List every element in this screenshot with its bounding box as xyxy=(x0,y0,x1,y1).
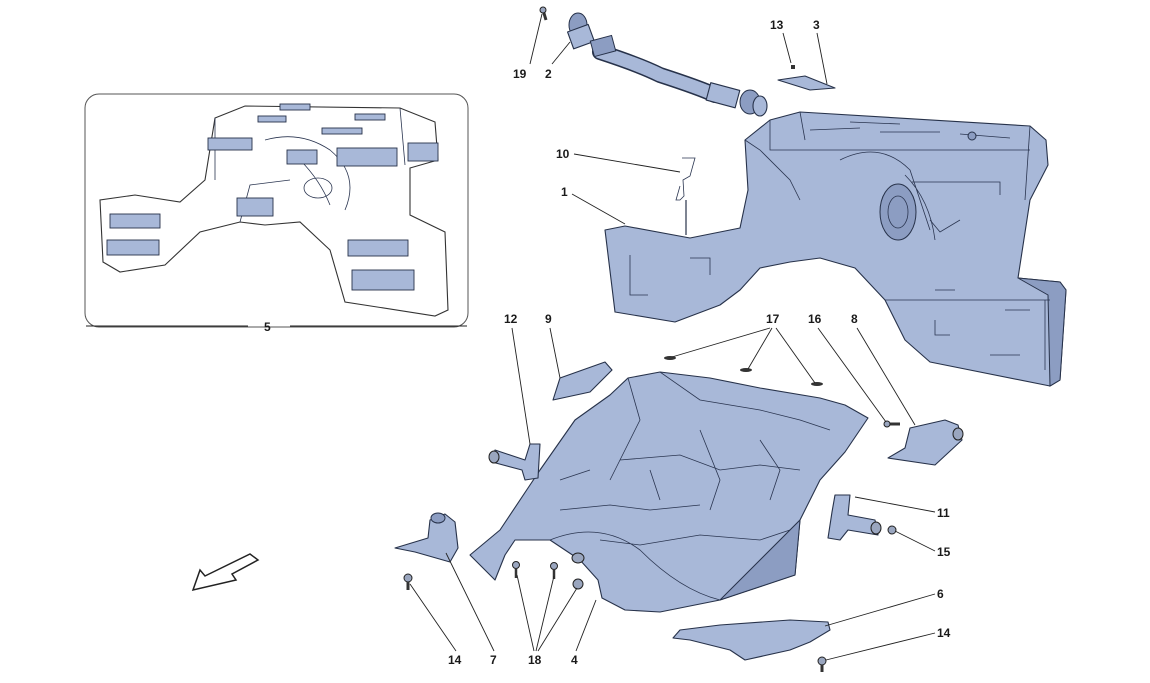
callout-9: 9 xyxy=(545,312,552,326)
clip-13 xyxy=(791,65,795,69)
callout-18: 18 xyxy=(528,653,542,667)
sensor-10 xyxy=(675,157,696,235)
nut-15 xyxy=(887,525,897,535)
bumper-12 xyxy=(488,443,541,481)
bracket-7 xyxy=(394,512,459,563)
callout-3: 3 xyxy=(813,18,820,32)
bracket-3 xyxy=(777,75,836,91)
callout-5: 5 xyxy=(264,320,271,334)
screws-18 xyxy=(512,561,584,590)
callout-8: 8 xyxy=(851,312,858,326)
callout-12: 12 xyxy=(504,312,518,326)
washers-17 xyxy=(664,356,823,386)
callout-13: 13 xyxy=(770,18,784,32)
callout-16: 16 xyxy=(808,312,822,326)
callout-19: 19 xyxy=(513,67,527,81)
screw-14-left xyxy=(403,573,413,590)
callout-17: 17 xyxy=(766,312,780,326)
callout-2: 2 xyxy=(545,67,552,81)
inset-panel xyxy=(84,93,469,328)
callout-7: 7 xyxy=(490,653,497,667)
heat-shield xyxy=(469,371,869,613)
bracket-6 xyxy=(672,619,831,661)
callout-11: 11 xyxy=(937,506,950,520)
screw-16 xyxy=(883,420,900,428)
bumper-11 xyxy=(827,494,882,541)
callout-14-right: 14 xyxy=(937,626,951,640)
callout-4: 4 xyxy=(571,653,578,667)
screw-14-right xyxy=(817,656,827,672)
bracket-9 xyxy=(552,361,613,401)
leader-lines xyxy=(86,13,936,661)
direction-arrow-icon xyxy=(191,553,260,592)
callout-15: 15 xyxy=(937,545,951,559)
bracket-8 xyxy=(887,419,964,466)
callout-10: 10 xyxy=(556,147,570,161)
filler-neck-hose xyxy=(566,12,768,117)
fuel-tank xyxy=(604,111,1067,387)
screw-19 xyxy=(539,6,548,21)
callout-1: 1 xyxy=(561,185,568,199)
callout-7-left-14: 14 xyxy=(448,653,462,667)
callout-6: 6 xyxy=(937,587,944,601)
callout-labels: 19 2 13 3 10 1 5 12 9 17 16 8 11 15 6 14… xyxy=(264,18,951,667)
